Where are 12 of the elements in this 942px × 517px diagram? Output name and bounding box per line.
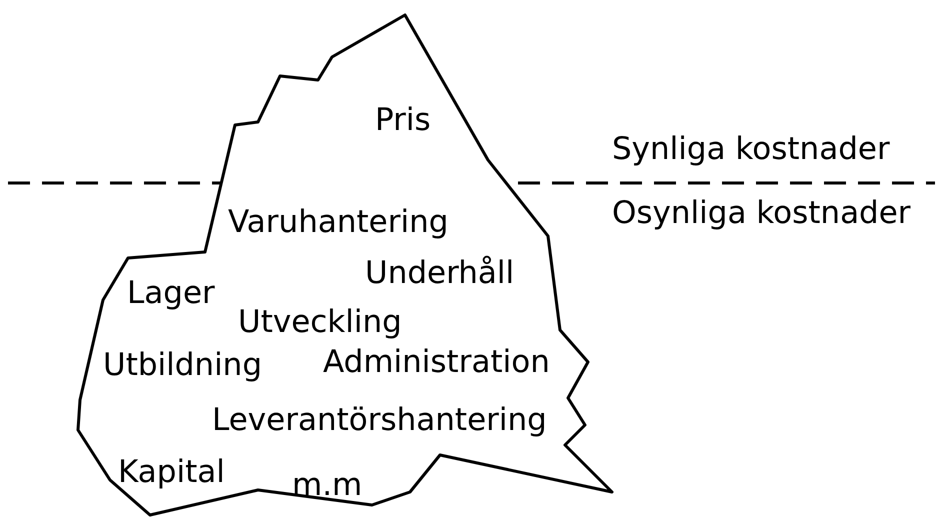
cost-item-label: Leverantörshantering (212, 405, 547, 436)
cost-item-label: Varuhantering (228, 207, 448, 238)
cost-item-label: Pris (375, 105, 431, 136)
cost-item-label: Underhåll (365, 258, 514, 289)
cost-item-label: Administration (323, 347, 550, 378)
cost-category-label: Osynliga kostnader (612, 198, 911, 229)
cost-item-label: m.m (292, 470, 362, 501)
cost-item-label: Lager (127, 278, 215, 309)
cost-item-label: Utveckling (238, 307, 402, 338)
cost-item-label: Kapital (118, 457, 225, 488)
cost-item-label: Utbildning (103, 350, 262, 381)
cost-category-label: Synliga kostnader (612, 134, 890, 165)
